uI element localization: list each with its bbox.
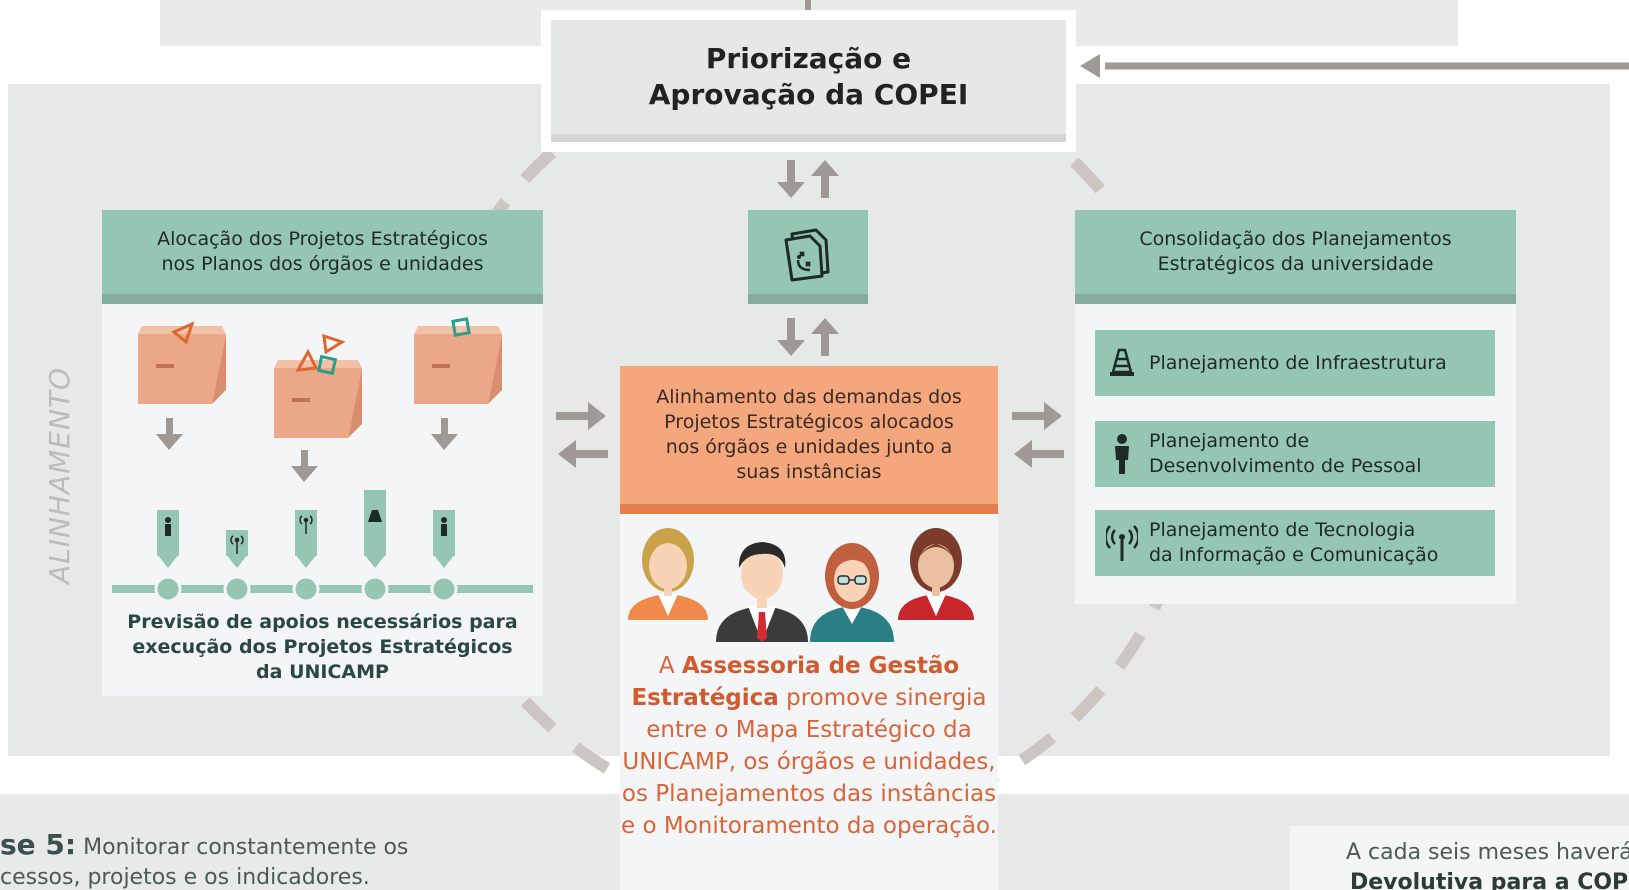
updown-arrows-bottom bbox=[777, 318, 839, 356]
avatar-man bbox=[716, 542, 808, 642]
avatar-woman-1 bbox=[628, 528, 708, 620]
right-header: Consolidação dos Planejamentos Estratégi… bbox=[1075, 210, 1516, 304]
alinhamento-text: ALINHAMENTO bbox=[43, 366, 77, 584]
leftright-arrows-right bbox=[1012, 402, 1064, 468]
devolutiva-text: A cada seis meses haverá u Devolutiva pa… bbox=[1290, 838, 1629, 890]
triangle-shape bbox=[171, 321, 195, 345]
assessoria-text: A Assessoria de Gestão Estratégica promo… bbox=[620, 650, 998, 842]
down-arrows bbox=[156, 418, 458, 482]
triangle-shape bbox=[322, 333, 346, 355]
support-timeline bbox=[112, 490, 533, 603]
plan-pessoal-label: Planejamento de Desenvolvimento de Pesso… bbox=[1149, 430, 1422, 477]
strategy-icon-box bbox=[748, 210, 868, 304]
fase5-strong: se 5: bbox=[0, 828, 77, 861]
fase5-text: se 5: Monitorar constantemente os cessos… bbox=[0, 830, 440, 890]
arrow-left-into-copei bbox=[1080, 54, 1629, 78]
team-illustration bbox=[628, 528, 974, 642]
plan-tic-label: Planejamento de Tecnologia da Informação… bbox=[1149, 519, 1439, 566]
square-shape bbox=[451, 317, 471, 337]
left-header: Alocação dos Projetos Estratégicos nos P… bbox=[102, 210, 543, 304]
avatar-woman-glasses bbox=[810, 543, 894, 642]
assessoria-bold: Assessoria de Gestão Estratégica bbox=[631, 653, 960, 711]
plan-tic: Planejamento de Tecnologia da Informação… bbox=[1095, 510, 1495, 576]
up-arrow-shaft bbox=[821, 174, 829, 198]
copei-title: Priorização e Aprovação da COPEI bbox=[648, 42, 969, 111]
traffic-cone-icon bbox=[368, 510, 382, 522]
alinhamento-label: ALINHAMENTO bbox=[10, 360, 110, 590]
plan-infraestrutura: Planejamento de Infraestrutura bbox=[1095, 330, 1495, 396]
square-shape bbox=[316, 354, 338, 376]
fase5-line2: cessos, projetos e os indicadores. bbox=[0, 865, 370, 890]
leftright-arrows-left bbox=[556, 402, 608, 468]
avatar-woman-2 bbox=[898, 528, 974, 620]
down-arrow-head bbox=[777, 182, 805, 198]
project-box-3 bbox=[414, 317, 502, 404]
person-icon bbox=[1115, 434, 1129, 474]
triangle-shape bbox=[295, 348, 319, 372]
up-arrow-head bbox=[811, 160, 839, 176]
person-icon bbox=[441, 517, 447, 523]
updown-arrows-top bbox=[777, 160, 839, 198]
project-box-1 bbox=[138, 321, 226, 404]
devolutiva-box bbox=[1290, 826, 1629, 890]
strategy-document-icon bbox=[784, 228, 830, 282]
devolutiva-line2: Devolutiva para a COPEI bbox=[1350, 870, 1629, 890]
person-icon bbox=[165, 517, 171, 523]
antenna-icon bbox=[1106, 525, 1138, 561]
assessoria-pre: A bbox=[658, 653, 682, 679]
fase5-line1: Monitorar constantemente os bbox=[76, 835, 409, 860]
assessoria-post: promove sinergia entre o Mapa Estratégic… bbox=[621, 685, 997, 839]
copei-box: Priorização e Aprovação da COPEI bbox=[551, 20, 1066, 142]
project-box-2 bbox=[274, 333, 362, 438]
allocation-illustration bbox=[112, 317, 533, 603]
devolutiva-line1: A cada seis meses haverá u bbox=[1346, 840, 1629, 865]
left-caption: Previsão de apoios necessários para exec… bbox=[127, 611, 518, 683]
antenna-icon bbox=[230, 515, 313, 554]
down-arrow-shaft bbox=[787, 160, 795, 184]
center-header: Alinhamento das demandas dos Projetos Es… bbox=[620, 366, 998, 514]
plan-infraestrutura-label: Planejamento de Infraestrutura bbox=[1149, 351, 1447, 374]
traffic-cone-icon bbox=[1110, 348, 1134, 376]
plan-pessoal: Planejamento de Desenvolvimento de Pesso… bbox=[1095, 421, 1495, 487]
